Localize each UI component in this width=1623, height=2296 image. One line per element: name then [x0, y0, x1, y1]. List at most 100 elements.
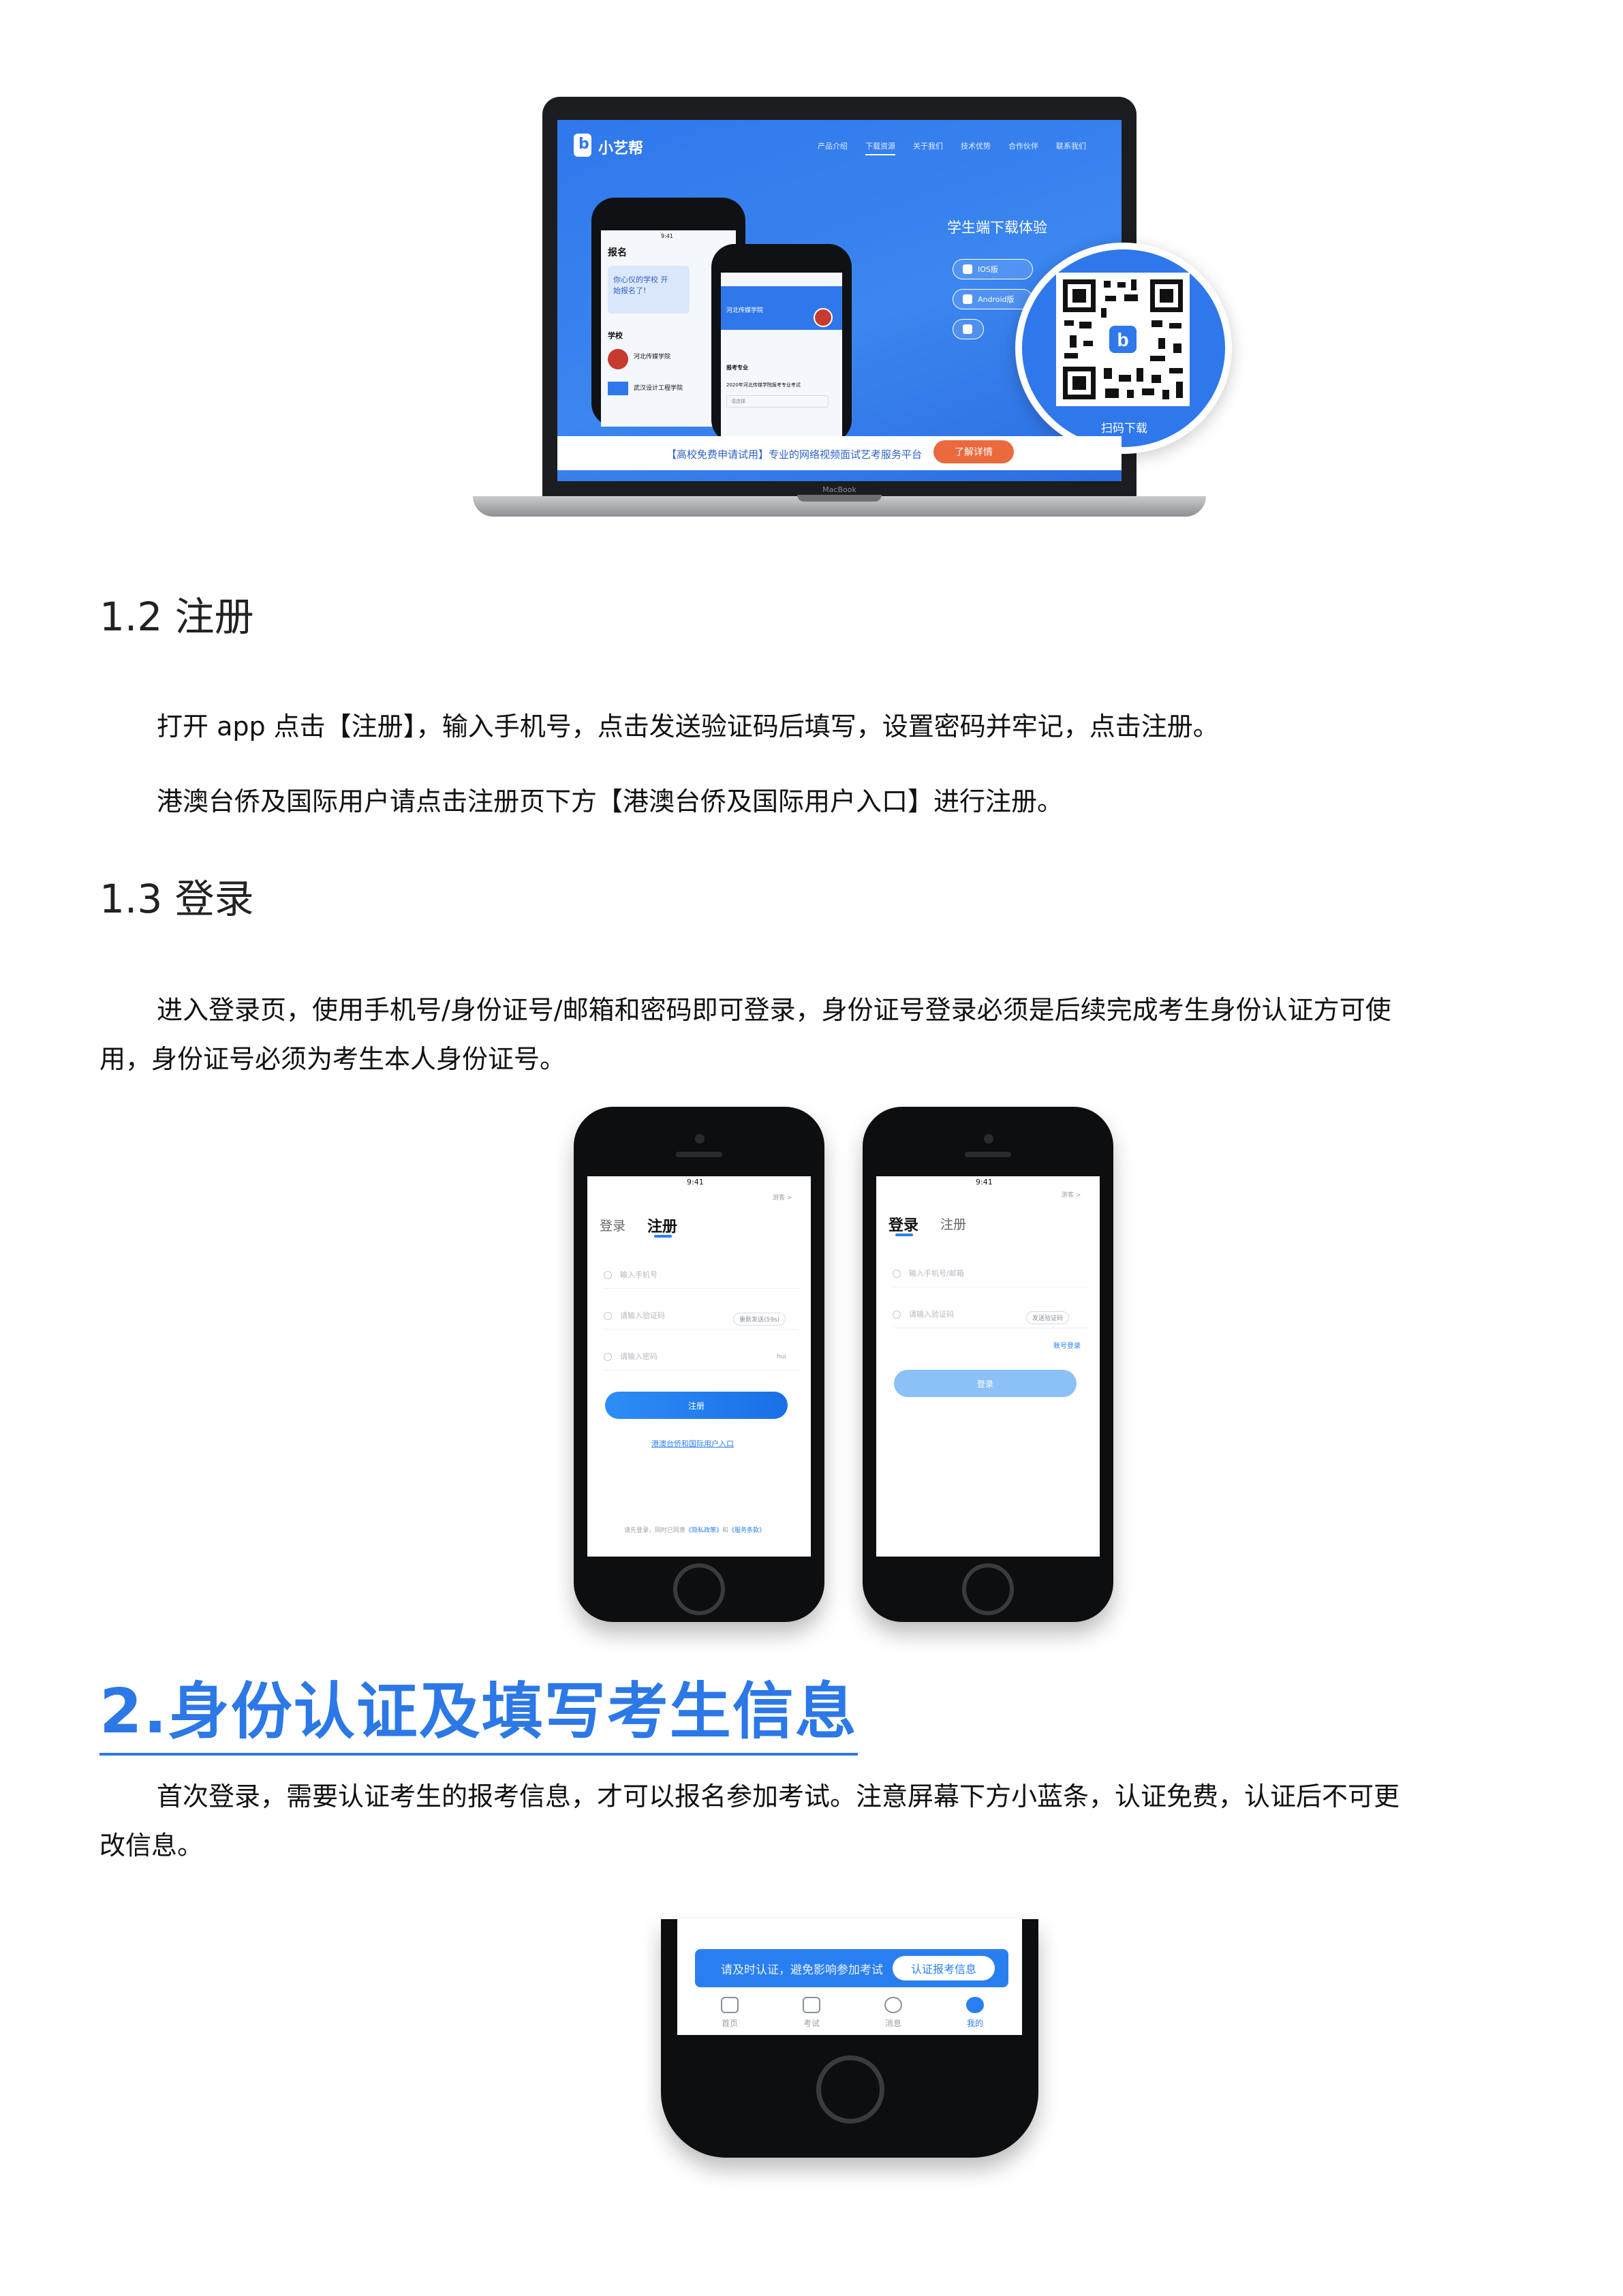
hero-title: 学生端下载体验	[947, 219, 1047, 236]
promo-tag: 报考专业	[726, 365, 748, 371]
banner-text: 【高校免费申请试用】专业的网络视频面试艺考服务平台	[666, 448, 923, 461]
learn-more-button[interactable]: 了解详情	[933, 440, 1014, 463]
login-screen	[876, 1176, 1100, 1557]
android-download-button[interactable]: Android版	[953, 289, 1033, 309]
shield-icon	[893, 1311, 901, 1319]
phone-input[interactable]: 输入手机号	[604, 1269, 799, 1289]
user-icon	[604, 1271, 612, 1279]
login-button[interactable]: 登录	[894, 1370, 1077, 1397]
ios-download-button[interactable]: IOS版	[953, 259, 1033, 279]
account-placeholder: 输入手机号/邮箱	[909, 1269, 964, 1278]
ios-label: IOS版	[978, 265, 998, 274]
school-name: 河北传媒学院	[634, 354, 671, 361]
status-time: 9:41	[661, 233, 673, 239]
tab-indicator	[654, 1235, 672, 1238]
camera-icon	[695, 1134, 705, 1144]
qrcode-image: b	[1056, 273, 1190, 406]
device-label: MacBook	[822, 485, 856, 494]
school-logo-icon	[608, 382, 628, 395]
promo-title: 报名	[608, 247, 627, 258]
lock-icon	[604, 1353, 612, 1361]
phone-placeholder: 输入手机号	[620, 1270, 658, 1279]
agreement-prefix: 请先登录，同时已同意	[624, 1527, 686, 1534]
code-input[interactable]: 请输入验证码	[893, 1308, 1087, 1328]
login-paragraph-line-2: 用，身份证号必须为考生本人身份证号。	[99, 1044, 566, 1074]
password-login-link[interactable]: 账号登录	[1053, 1343, 1081, 1350]
brand-logo-icon	[574, 134, 591, 157]
section-heading-identity: 2.身份认证及填写考生信息	[99, 1672, 858, 1756]
qr-toggle-button[interactable]	[953, 319, 984, 339]
speaker	[676, 1152, 722, 1157]
tab-login[interactable]: 登录	[600, 1219, 626, 1234]
svg-text:b: b	[1117, 329, 1128, 350]
nav-item[interactable]: 产品介绍	[818, 142, 848, 151]
tab-messages[interactable]: 消息	[869, 1997, 917, 2029]
laptop-banner	[557, 436, 1122, 470]
tab-exam[interactable]: 考试	[788, 1997, 835, 2029]
profile-icon	[966, 1997, 984, 2013]
promo-section: 学校	[608, 331, 623, 340]
nav-item[interactable]: 技术优势	[961, 142, 991, 151]
nav-item-active[interactable]: 下载资源	[865, 140, 895, 155]
password-placeholder: 请输入密码	[620, 1352, 658, 1361]
show-password-toggle[interactable]: hui	[777, 1353, 786, 1360]
apple-icon	[963, 264, 972, 274]
tab-register[interactable]: 注册	[940, 1217, 967, 1232]
message-icon	[884, 1997, 902, 2013]
qr-label: 扫码下载	[1101, 422, 1147, 435]
home-button[interactable]	[673, 1563, 725, 1615]
school-logo-icon	[814, 308, 833, 327]
identity-paragraph-line-2: 改信息。	[99, 1831, 204, 1861]
shield-icon	[604, 1312, 612, 1320]
section-heading-register: 1.2 注册	[99, 594, 254, 640]
account-input[interactable]: 输入手机号/邮箱	[893, 1268, 1087, 1287]
tab-exam-label: 考试	[803, 2019, 820, 2028]
tab-register[interactable]: 注册	[647, 1219, 678, 1236]
tab-me-label: 我的	[966, 2019, 983, 2028]
tab-login[interactable]: 登录	[888, 1217, 919, 1234]
promo-text: 你心仪的学校 开始报名了!	[613, 275, 668, 295]
code-placeholder: 请输入验证码	[909, 1310, 954, 1319]
school-name: 武汉设计工程学院	[634, 385, 683, 392]
speaker	[965, 1152, 1011, 1157]
android-label: Android版	[978, 295, 1015, 304]
service-link[interactable]: 《服务条款》	[728, 1527, 766, 1534]
nav-item[interactable]: 联系我们	[1056, 142, 1086, 151]
verify-info-button[interactable]: 认证报考信息	[893, 1956, 995, 1980]
promo-card	[608, 266, 690, 313]
guest-link[interactable]: 游客 >	[1062, 1192, 1081, 1199]
register-screen	[587, 1176, 811, 1557]
tab-home-label: 首页	[721, 2019, 738, 2028]
send-code-button[interactable]: 发送验证码	[1026, 1311, 1070, 1324]
school-logo-icon	[608, 349, 628, 369]
privacy-link[interactable]: 《隐私政策》	[685, 1527, 723, 1534]
code-input[interactable]: 请输入验证码	[604, 1310, 799, 1330]
intl-user-link[interactable]: 港澳台侨和国际用户入口	[651, 1439, 734, 1448]
tab-messages-label: 消息	[884, 2019, 901, 2028]
agreement-text: 请先登录，同时已同意《隐私政策》和《服务条款》	[624, 1525, 765, 1534]
home-icon	[721, 1997, 739, 2013]
section-heading-login: 1.3 登录	[99, 876, 254, 922]
brand-name: 小艺帮	[598, 140, 644, 157]
register-phone	[574, 1107, 824, 1622]
register-button[interactable]: 注册	[605, 1392, 788, 1419]
nav-item[interactable]: 合作伙伴	[1008, 142, 1038, 151]
tab-indicator	[895, 1234, 913, 1236]
home-button[interactable]	[816, 2055, 884, 2124]
tab-home[interactable]: 首页	[706, 1997, 754, 2029]
status-time: 9:41	[687, 1178, 704, 1187]
promo-select[interactable]: 请选择	[726, 395, 829, 408]
auth-banner-text: 请及时认证，避免影响参加考试	[721, 1963, 883, 1977]
exam-icon	[803, 1997, 820, 2013]
promo-header-text: 河北传媒学院	[726, 307, 764, 314]
agreement-and: 和	[722, 1527, 729, 1534]
guest-link[interactable]: 游客 >	[773, 1195, 792, 1201]
tab-me[interactable]: 我的	[951, 1997, 999, 2029]
identity-paragraph-line-1: 首次登录，需要认证考生的报考信息，才可以报名参加考试。注意屏幕下方小蓝条，认证免…	[157, 1781, 1400, 1811]
home-button[interactable]	[962, 1563, 1014, 1615]
password-input[interactable]: 请输入密码	[604, 1351, 799, 1371]
login-paragraph-line-1: 进入登录页，使用手机号/身份证号/邮箱和密码即可登录，身份证号登录必须是后续完成…	[157, 995, 1391, 1025]
nav-item[interactable]: 关于我们	[913, 142, 943, 151]
resend-code-button[interactable]: 重新发送(59s)	[733, 1313, 786, 1326]
register-paragraph-2: 港澳台侨及国际用户请点击注册页下方【港澳台侨及国际用户入口】进行注册。	[157, 786, 1064, 816]
